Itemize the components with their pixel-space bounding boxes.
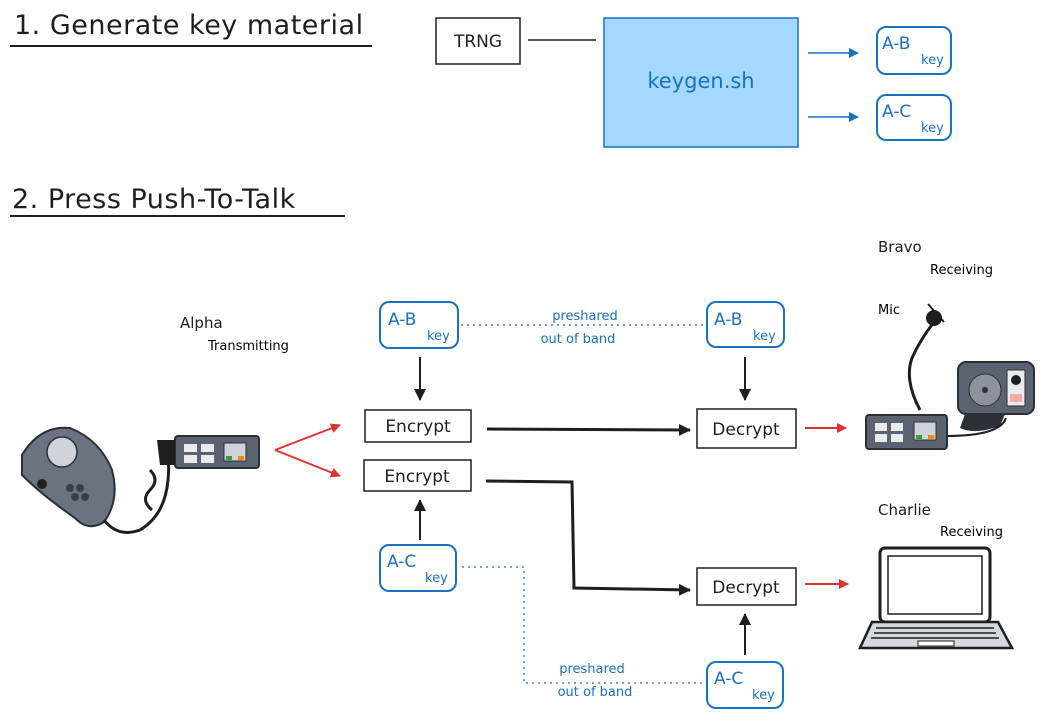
preshared-ac-line2: out of band [558, 685, 633, 700]
alpha-name: Alpha [180, 314, 223, 332]
encrypt-to-decrypt-charlie-arrow [485, 479, 691, 596]
section2-title: 2. Press Push-To-Talk [12, 184, 296, 215]
key-ac-charlie-main: A-C [714, 669, 743, 689]
key-ab-generated: A-B key [876, 26, 952, 75]
speaker-icon [957, 361, 1035, 432]
decrypt-charlie-box: Decrypt [696, 567, 797, 606]
encrypt-ac-label: Encrypt [384, 467, 450, 487]
preshared-link-ac [462, 566, 704, 684]
bravo-radio-device-icon [865, 414, 948, 450]
bravo-status: Receiving [930, 263, 993, 278]
key-ac-charlie-sub: key [752, 688, 775, 703]
speaker-cable [945, 417, 1007, 437]
laptop-icon [858, 546, 1015, 650]
key-ab-main-label: A-B [882, 34, 910, 54]
trng-label: TRNG [453, 32, 502, 52]
key-ab-bravo-main: A-B [714, 310, 742, 330]
gooseneck-mic-icon [907, 303, 945, 411]
key-ac-alpha-main: A-C [387, 552, 416, 572]
charlie-status: Receiving [940, 525, 1003, 540]
encrypt-ac-box: Encrypt [363, 459, 472, 492]
section1-title: 1. Generate key material [14, 10, 364, 41]
key-ac-alpha: A-C key [379, 544, 457, 592]
preshared-ab-line2: out of band [541, 332, 616, 347]
alpha-to-encrypt-ac-arrow [274, 449, 341, 478]
decrypt-bravo-box: Decrypt [696, 408, 797, 449]
keygen-label: keygen.sh [647, 69, 754, 93]
encrypt-to-decrypt-bravo-arrow [486, 423, 691, 436]
key-ab-alpha-sub: key [427, 329, 450, 344]
bravo-name: Bravo [878, 238, 922, 256]
key-ac-charlie: A-C key [706, 661, 784, 709]
alpha-to-encrypt-ab-arrow [274, 423, 341, 451]
keygen-box [603, 17, 799, 148]
trng-box [435, 17, 521, 65]
key-ab-alpha-main: A-B [388, 310, 416, 330]
key-ac-alpha-sub: key [425, 571, 448, 586]
key-ab-alpha: A-B key [379, 301, 459, 349]
alpha-status: Transmitting [207, 339, 289, 354]
encrypt-ab-label: Encrypt [385, 417, 451, 437]
key-ab-bravo: A-B key [706, 301, 785, 348]
charlie-name: Charlie [878, 501, 931, 519]
key-ac-main-label: A-C [882, 102, 911, 122]
preshared-ab-line1: preshared [552, 309, 618, 324]
alpha-radio-device-icon [157, 435, 260, 469]
key-ac-sub-label: key [921, 121, 944, 136]
bravo-mic-label: Mic [878, 303, 900, 318]
hand-mic-icon [21, 426, 171, 534]
key-ab-sub-label: key [921, 53, 944, 68]
preshared-ac-line1: preshared [559, 662, 625, 677]
key-ab-bravo-sub: key [753, 329, 776, 344]
key-ac-generated: A-C key [876, 94, 952, 141]
encrypt-ab-box: Encrypt [364, 409, 472, 443]
decrypt-bravo-label: Decrypt [712, 420, 780, 440]
decrypt-charlie-label: Decrypt [712, 578, 780, 598]
